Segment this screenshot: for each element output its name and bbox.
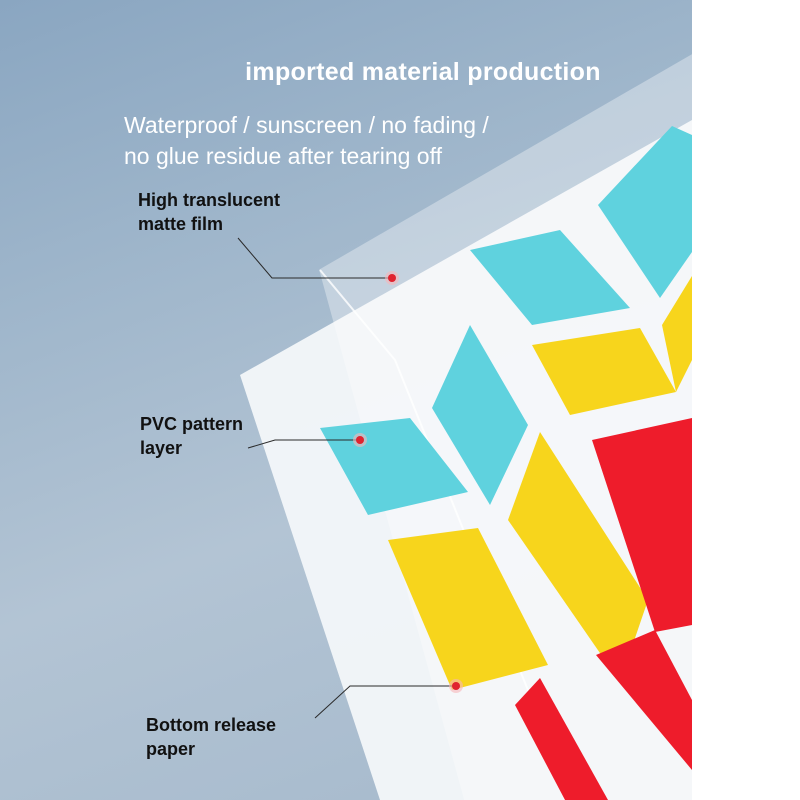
yellow-parallelogram: [662, 276, 692, 392]
pvc-marker-dot: [356, 436, 364, 444]
cyan-parallelogram: [470, 230, 630, 325]
release-leader-line: [314, 685, 456, 719]
cyan-parallelogram: [598, 126, 692, 298]
yellow-parallelogram: [388, 528, 548, 690]
film-label: High translucent matte film: [138, 188, 280, 236]
feature-subtitle-line-1: Waterproof / sunscreen / no fading /: [124, 112, 489, 138]
pvc-label: PVC pattern layer: [140, 412, 243, 460]
release-label-line-1: Bottom release: [146, 715, 277, 735]
cyan-parallelogram: [432, 325, 528, 505]
yellow-parallelogram: [532, 328, 676, 415]
film-label-line-1: High translucent: [138, 190, 281, 210]
feature-subtitle: Waterproof / sunscreen / no fading / no …: [124, 110, 624, 172]
red-parallelogram: [592, 418, 692, 632]
film-label-line-2: matte film: [138, 214, 224, 234]
film-marker-dot: [388, 274, 396, 282]
pvc-leader-line: [247, 439, 360, 449]
red-parallelogram: [596, 630, 692, 770]
red-parallelogram: [515, 678, 608, 800]
right-margin: [692, 0, 800, 800]
film-leader-line: [237, 237, 392, 279]
page-title: imported material production: [245, 58, 601, 86]
release-marker-dot: [452, 682, 460, 690]
yellow-parallelogram: [508, 432, 648, 682]
feature-subtitle-line-2: no glue residue after tearing off: [124, 143, 442, 169]
release-label: Bottom release paper: [146, 713, 276, 761]
release-label-line-2: paper: [146, 739, 196, 759]
pvc-label-line-2: layer: [140, 438, 183, 458]
pvc-label-line-1: PVC pattern: [140, 414, 244, 434]
